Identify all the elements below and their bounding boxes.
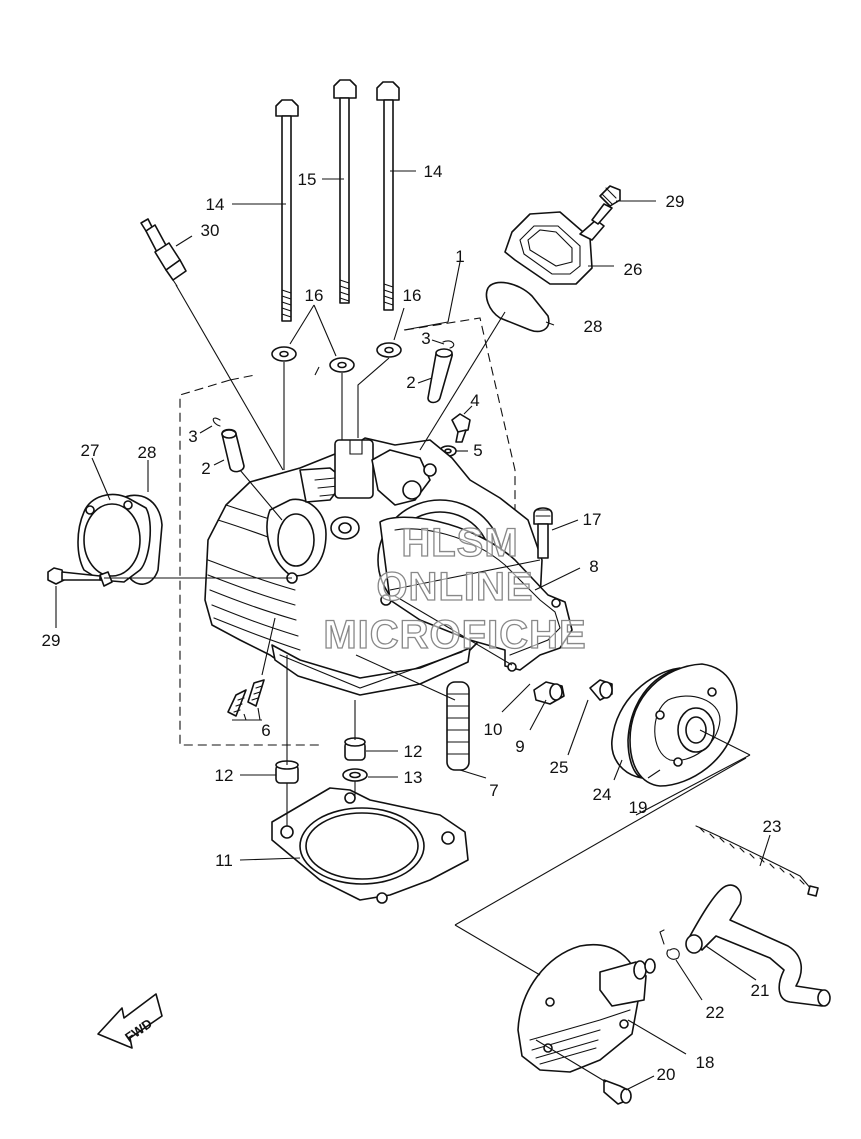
stud-bolt-17[interactable] (533, 507, 553, 559)
callout-7[interactable]: 7 (489, 781, 498, 800)
dowel-collar-right[interactable] (344, 737, 366, 761)
callout-12-left[interactable]: 12 (215, 766, 234, 785)
callout-28-left[interactable]: 28 (138, 443, 157, 462)
leader-lines (55, 170, 771, 1091)
callout-29-top[interactable]: 29 (666, 192, 685, 211)
callout-6[interactable]: 6 (261, 721, 270, 740)
callout-3-top[interactable]: 3 (421, 329, 430, 348)
callout-26[interactable]: 26 (624, 260, 643, 279)
callout-9[interactable]: 9 (515, 737, 524, 756)
cylinder-head-bolt-right[interactable] (376, 81, 400, 311)
callout-20[interactable]: 20 (657, 1065, 676, 1084)
callout-13[interactable]: 13 (404, 768, 423, 787)
plug-bolt[interactable] (451, 413, 471, 443)
callout-18[interactable]: 18 (696, 1053, 715, 1072)
callout-24[interactable]: 24 (593, 785, 612, 804)
callout-29-left[interactable]: 29 (42, 631, 61, 650)
bolt-washer-left[interactable] (271, 346, 297, 362)
callout-14-left[interactable]: 14 (206, 195, 225, 214)
callout-15[interactable]: 15 (298, 170, 317, 189)
dowel-7[interactable] (446, 681, 470, 771)
callout-30[interactable]: 30 (201, 221, 220, 240)
callout-21[interactable]: 21 (751, 981, 770, 1000)
cover-oring-top-right[interactable] (485, 281, 550, 333)
cover-bolt-9[interactable] (533, 681, 565, 705)
cover-oring-24[interactable] (611, 667, 681, 779)
callout-4[interactable]: 4 (470, 391, 479, 410)
cylinder-head-bolt-left[interactable] (275, 99, 299, 322)
breather-cover-bolt[interactable] (603, 1079, 632, 1105)
cable-tie[interactable] (695, 825, 819, 897)
callout-2-top[interactable]: 2 (406, 373, 415, 392)
breather-hose[interactable] (685, 884, 831, 1007)
callout-19[interactable]: 19 (629, 798, 648, 817)
callout-17[interactable]: 17 (583, 510, 602, 529)
callout-2-left[interactable]: 2 (201, 459, 210, 478)
assembly-outline (179, 317, 516, 746)
camshaft-cover[interactable] (629, 663, 738, 787)
callout-labels: 1 2 2 3 3 4 5 6 7 8 9 10 11 12 12 13 14 … (42, 162, 782, 1084)
valve-guide-exhaust[interactable] (427, 348, 453, 404)
cylinder-head-bolt-middle[interactable] (333, 79, 357, 304)
watermark-line-2: ONLINE (376, 565, 533, 609)
callout-8[interactable]: 8 (589, 557, 598, 576)
callout-23[interactable]: 23 (763, 817, 782, 836)
callout-25[interactable]: 25 (550, 758, 569, 777)
valve-guide-intake[interactable] (221, 428, 245, 473)
callout-5[interactable]: 5 (473, 441, 482, 460)
hose-clip[interactable] (659, 929, 680, 960)
forward-direction-arrow: FWD (97, 993, 163, 1049)
callout-14-right[interactable]: 14 (424, 162, 443, 181)
callout-10[interactable]: 10 (484, 720, 503, 739)
callout-16-right[interactable]: 16 (403, 286, 422, 305)
watermark-line-3: MICROFICHE (323, 613, 586, 657)
bolt-washer-middle[interactable] (329, 357, 355, 373)
tappet-cover-left[interactable] (77, 493, 152, 587)
callout-11[interactable]: 11 (215, 851, 233, 870)
copper-washer[interactable] (342, 768, 368, 782)
tappet-cover-top-right[interactable] (504, 211, 605, 285)
tappet-cover-gasket[interactable] (379, 516, 573, 672)
callout-28-right[interactable]: 28 (584, 317, 603, 336)
spark-plug[interactable] (140, 218, 187, 287)
cover-bolt-top-right[interactable] (591, 185, 621, 225)
dowel-pins[interactable] (227, 679, 265, 717)
circlip-exhaust[interactable] (442, 340, 455, 349)
watermark-line-1: HLSM (401, 521, 518, 565)
breather-cover[interactable] (517, 944, 656, 1073)
cover-bolt-left[interactable] (47, 567, 101, 585)
callout-27[interactable]: 27 (81, 441, 100, 460)
bolt-washer-right[interactable] (376, 342, 402, 358)
callout-1[interactable]: 1 (455, 247, 464, 266)
watermark: HLSM ONLINE MICROFICHE (323, 520, 587, 657)
cover-bolt-25[interactable] (589, 679, 613, 701)
callout-12-right[interactable]: 12 (404, 742, 423, 761)
callout-22[interactable]: 22 (706, 1003, 725, 1022)
callout-3-left[interactable]: 3 (188, 427, 197, 446)
callout-16-left[interactable]: 16 (305, 286, 324, 305)
cylinder-head-gasket[interactable] (271, 787, 469, 904)
circlip-intake[interactable] (212, 417, 221, 427)
